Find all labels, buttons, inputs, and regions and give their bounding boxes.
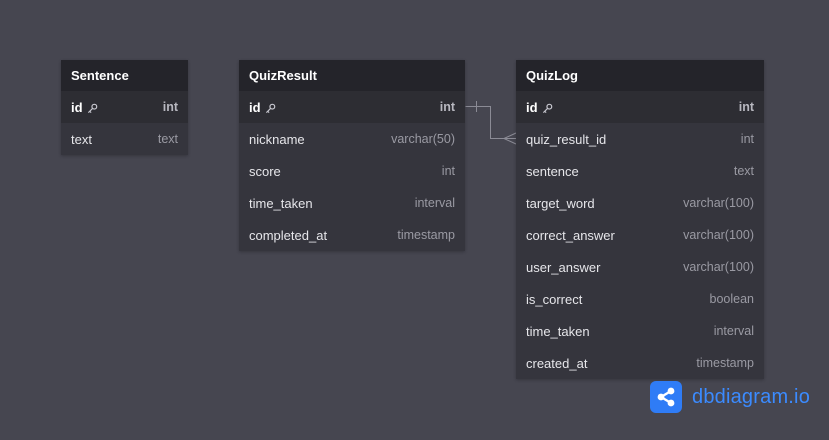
field-row-created-at[interactable]: created_at timestamp [516,347,764,379]
field-type: int [740,132,754,146]
field-name-text: sentence [526,163,579,179]
field-type: interval [414,196,455,210]
field-row-id[interactable]: id int [239,91,465,123]
field-name: id [249,100,276,115]
field-type: interval [713,324,754,338]
field-row-id[interactable]: id int [61,91,188,123]
field-type: timestamp [397,228,455,242]
table-header[interactable]: QuizResult [239,60,465,91]
field-row-completed-at[interactable]: completed_at timestamp [239,219,465,251]
field-name: completed_at [249,228,327,243]
field-name: id [71,100,98,115]
key-icon [87,102,98,113]
field-type: varchar(100) [683,260,754,274]
field-name-text: id [249,99,261,115]
field-name: nickname [249,132,305,147]
field-name: score [249,164,281,179]
field-type: text [157,132,178,146]
field-type: varchar(100) [683,196,754,210]
field-name-text: is_correct [526,291,583,307]
field-row-nickname[interactable]: nickname varchar(50) [239,123,465,155]
field-row-user-answer[interactable]: user_answer varchar(100) [516,251,764,283]
field-row-time-taken[interactable]: time_taken interval [516,315,764,347]
field-name-text: completed_at [249,227,328,243]
field-row-score[interactable]: score int [239,155,465,187]
field-name-text: created_at [526,355,588,371]
table-header[interactable]: Sentence [61,60,188,91]
field-name: text [71,132,92,147]
field-name-text: user_answer [526,259,601,275]
field-row-target-word[interactable]: target_word varchar(100) [516,187,764,219]
brand-name: dbdiagram.io [692,385,811,408]
field-row-text[interactable]: text text [61,123,188,155]
field-type: int [441,164,455,178]
field-name: target_word [526,196,595,211]
field-type: varchar(100) [683,228,754,242]
table-quizlog[interactable]: QuizLog id int quiz_result_id int sentence te… [516,60,764,379]
field-type: varchar(50) [391,132,455,146]
field-name-text: correct_answer [526,227,615,243]
share-graph-icon [650,381,682,413]
field-name: is_correct [526,292,582,307]
field-name-text: quiz_result_id [526,131,607,147]
field-row-quiz-result-id[interactable]: quiz_result_id int [516,123,764,155]
field-name-text: score [249,163,281,179]
field-name: quiz_result_id [526,132,606,147]
table-quizresult[interactable]: QuizResult id int nickname varchar(50) score… [239,60,465,251]
field-name: sentence [526,164,579,179]
field-type: int [162,100,178,114]
field-type: timestamp [696,356,754,370]
field-row-time-taken[interactable]: time_taken interval [239,187,465,219]
field-name: correct_answer [526,228,615,243]
key-icon [542,102,553,113]
field-name: user_answer [526,260,600,275]
key-icon [265,102,276,113]
table-header[interactable]: QuizLog [516,60,764,91]
field-name: id [526,100,553,115]
field-row-id[interactable]: id int [516,91,764,123]
field-name-text: id [71,99,83,115]
field-name: time_taken [526,324,590,339]
field-name-text: time_taken [249,195,313,211]
field-type: int [738,100,754,114]
field-row-sentence[interactable]: sentence text [516,155,764,187]
field-name-text: time_taken [526,323,590,339]
field-name-text: id [526,99,538,115]
field-name-text: target_word [526,195,595,211]
table-sentence[interactable]: Sentence id int text text [61,60,188,155]
field-type: boolean [709,292,755,306]
field-row-correct-answer[interactable]: correct_answer varchar(100) [516,219,764,251]
field-name-text: text [71,131,92,147]
field-name: time_taken [249,196,313,211]
field-type: int [439,100,455,114]
field-name: created_at [526,356,587,371]
field-type: text [733,164,754,178]
brand-watermark[interactable]: dbdiagram.io [650,381,810,413]
field-row-is-correct[interactable]: is_correct boolean [516,283,764,315]
field-name-text: nickname [249,131,305,147]
